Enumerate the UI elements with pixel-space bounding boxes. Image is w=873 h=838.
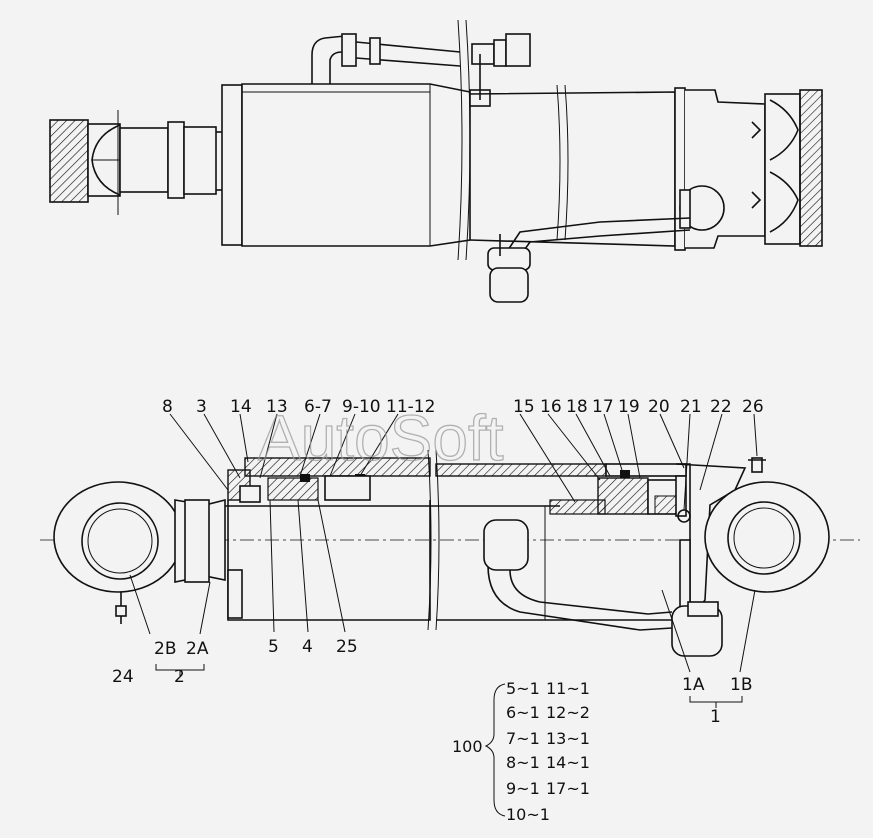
kit-item: 11~1 xyxy=(546,679,590,698)
top-view xyxy=(49,19,823,303)
label-15: 15 xyxy=(513,397,535,417)
label-13: 13 xyxy=(266,397,288,417)
kit-item: 12~2 xyxy=(546,703,590,722)
label-4: 4 xyxy=(302,637,313,657)
kit-item: 5~1 xyxy=(506,679,540,698)
kit-item: 9~1 xyxy=(506,779,540,798)
label-11-12: 11-12 xyxy=(386,397,435,417)
label-14: 14 xyxy=(230,397,252,417)
label-3: 3 xyxy=(196,397,207,417)
label-5: 5 xyxy=(268,637,279,657)
watermark: AutoSoft xyxy=(258,402,504,474)
label-1: 1 xyxy=(710,707,721,727)
label-6-7: 6-7 xyxy=(304,397,332,417)
label-19: 19 xyxy=(618,397,640,417)
label-1A: 1A xyxy=(682,675,705,695)
label-16: 16 xyxy=(540,397,562,417)
callout-labels: 8 3 14 13 6-7 9-10 11-12 15 16 18 17 19 … xyxy=(112,397,764,727)
label-1B: 1B xyxy=(730,675,752,695)
label-22: 22 xyxy=(710,397,732,417)
label-25: 25 xyxy=(336,637,358,657)
label-20: 20 xyxy=(648,397,670,417)
label-2B: 2B xyxy=(154,639,176,659)
label-26: 26 xyxy=(742,397,764,417)
kit-item: 17~1 xyxy=(546,779,590,798)
kit-number: 100 xyxy=(452,737,483,756)
section-view xyxy=(40,449,860,657)
label-21: 21 xyxy=(680,397,702,417)
kit-item: 6~1 xyxy=(506,703,540,722)
kit-item: 8~1 xyxy=(506,753,540,772)
kit-item: 14~1 xyxy=(546,753,590,772)
label-8: 8 xyxy=(162,397,173,417)
leader-lines xyxy=(129,413,758,817)
label-2: 2 xyxy=(174,667,185,687)
label-24: 24 xyxy=(112,667,134,687)
label-17: 17 xyxy=(592,397,614,417)
label-9-10: 9-10 xyxy=(342,397,381,417)
label-2A: 2A xyxy=(186,639,209,659)
seal-kit-legend: 100 5~1 11~1 6~1 12~2 7~1 13~1 8~1 14~1 … xyxy=(452,679,590,824)
kit-item: 10~1 xyxy=(506,805,550,824)
label-18: 18 xyxy=(566,397,588,417)
kit-item: 13~1 xyxy=(546,729,590,748)
kit-item: 7~1 xyxy=(506,729,540,748)
